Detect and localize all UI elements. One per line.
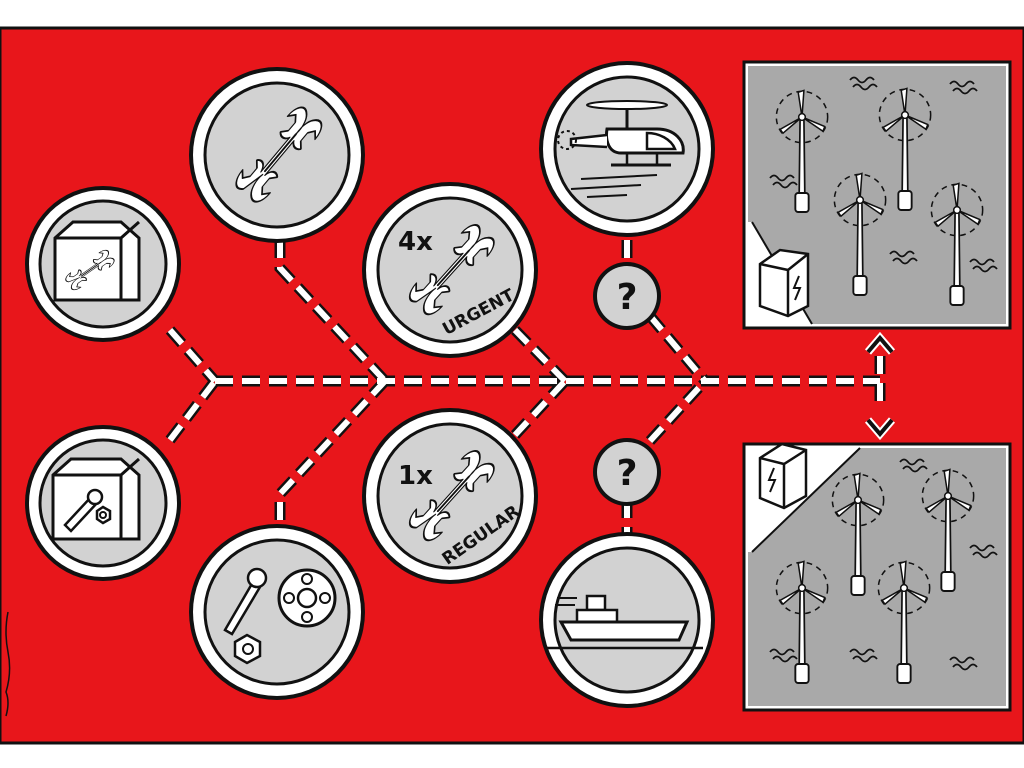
unknown-transport-bottom-label: ? (617, 453, 638, 494)
wind-farm-bottom-panel (742, 442, 1012, 712)
screw-nut-bearing-icon (223, 567, 337, 665)
helicopter-icon (557, 100, 685, 198)
substation-icon (758, 248, 810, 318)
regular-visit-node: 1x REGULAR (362, 408, 538, 584)
vessel-node (539, 532, 715, 708)
parts-node (189, 524, 365, 700)
unknown-transport-top-node: ? (593, 262, 661, 330)
substation-icon (758, 442, 808, 510)
artist-signature (5, 611, 11, 717)
unknown-transport-top-label: ? (617, 277, 638, 318)
urgent-count-label: 4x (398, 227, 433, 257)
boat-icon (547, 594, 703, 650)
unknown-transport-bottom-node: ? (593, 438, 661, 506)
double-arrow-icon (864, 331, 896, 441)
spare-box-parts-node (25, 425, 181, 581)
urgent-visit-node: 4x URGENT (362, 182, 538, 358)
connector-network-fill (167, 240, 883, 535)
helicopter-node (539, 61, 715, 237)
spare-box-tool-node (25, 186, 181, 342)
wind-farm-top-panel (742, 60, 1012, 330)
regular-count-label: 1x (398, 461, 433, 491)
tool-node (189, 67, 365, 243)
box-with-wrench-icon (53, 220, 141, 302)
box-with-screw-and-nut-icon (51, 457, 141, 541)
